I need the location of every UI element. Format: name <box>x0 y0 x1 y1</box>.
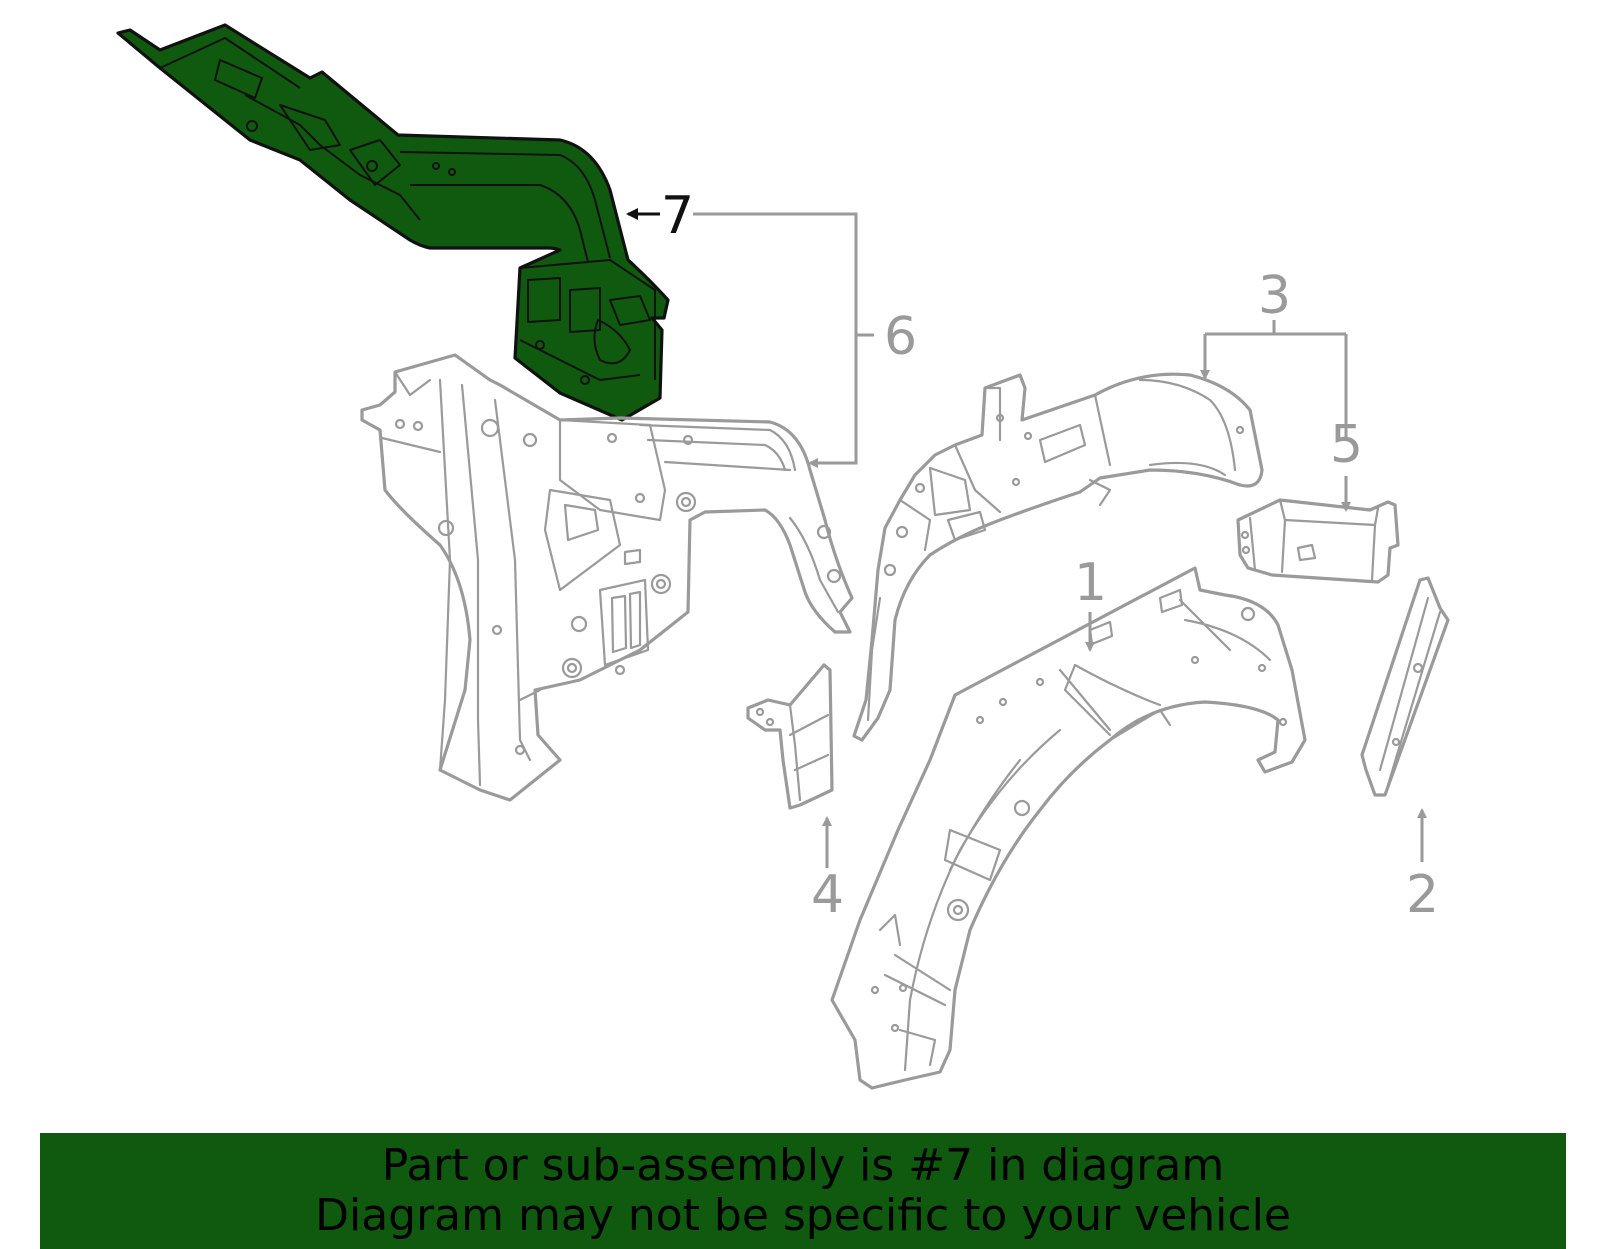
part-6[interactable] <box>360 353 854 802</box>
callout-7[interactable]: 7 <box>661 186 694 246</box>
part-1[interactable] <box>830 566 1307 1090</box>
callout-leaders <box>626 208 1427 868</box>
part-4[interactable] <box>746 663 834 810</box>
banner-line-disclaimer: Diagram may not be specific to your vehi… <box>315 1190 1291 1241</box>
part-5[interactable] <box>1236 498 1400 584</box>
callout-2[interactable]: 2 <box>1406 865 1439 925</box>
callout-4[interactable]: 4 <box>811 865 844 925</box>
banner-line-part-number: Part or sub-assembly is #7 in diagram <box>381 1140 1225 1191</box>
part-7-highlighted[interactable] <box>116 23 670 422</box>
part-3[interactable] <box>852 372 1264 742</box>
callout-3[interactable]: 3 <box>1258 266 1291 326</box>
callout-5[interactable]: 5 <box>1330 415 1363 475</box>
part-2[interactable] <box>1360 576 1450 797</box>
callout-6[interactable]: 6 <box>884 307 917 367</box>
callout-1[interactable]: 1 <box>1074 553 1107 613</box>
info-banner: Part or sub-assembly is #7 in diagram Di… <box>40 1133 1566 1249</box>
